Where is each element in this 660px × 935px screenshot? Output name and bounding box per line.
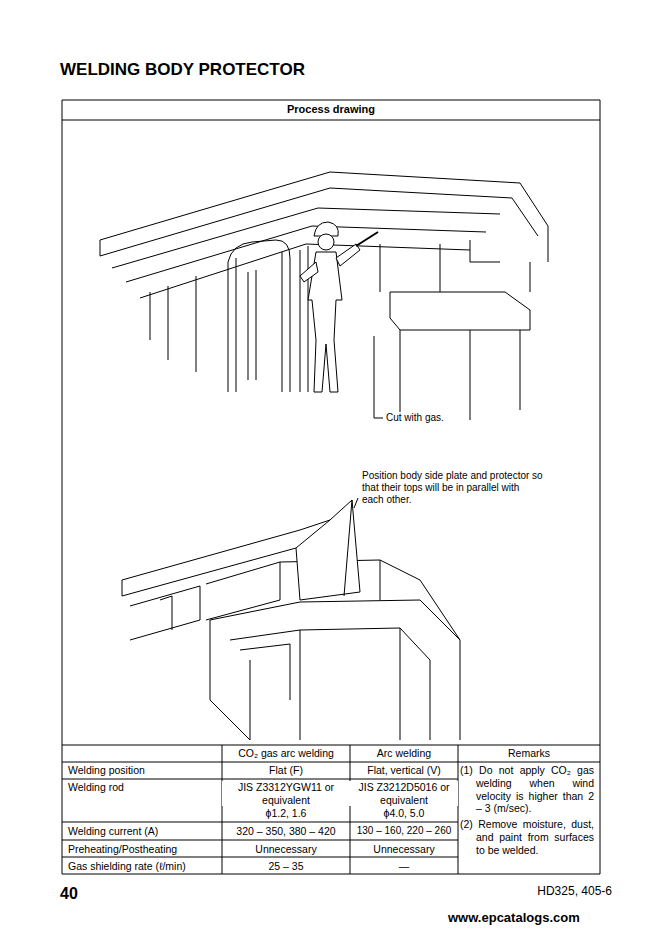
table-cell: Preheating/Postheating xyxy=(66,843,220,856)
page-number: 40 xyxy=(60,884,78,903)
remark-note: (1) Do not apply CO₂ gas welding when wi… xyxy=(460,764,596,815)
leader-line xyxy=(374,336,383,418)
remark-note: (2) Remove moisture, dust, and paint fro… xyxy=(460,818,596,856)
table-header: Arc welding xyxy=(350,747,458,760)
table-header: Process drawing xyxy=(62,103,600,116)
table-cell: — xyxy=(350,860,458,873)
leader-line xyxy=(354,498,358,508)
table-cell: 130 – 160, 220 – 260 xyxy=(350,825,458,837)
page-title: WELDING BODY PROTECTOR xyxy=(60,60,305,80)
table-cell: Flat, vertical (V) xyxy=(350,764,458,777)
table-cell: Gas shielding rate (ℓ/min) xyxy=(66,860,220,873)
table-cell: Welding rod xyxy=(66,781,220,794)
table-cell: ϕ4.0, 5.0 xyxy=(350,807,458,820)
table-cell: Welding current (A) xyxy=(66,825,220,838)
callout-note: Position body side plate and protector s… xyxy=(360,470,545,506)
table-header: Remarks xyxy=(458,747,600,760)
table-cell: Unnecessary xyxy=(350,843,458,856)
process-illustration-upper xyxy=(100,172,548,420)
table-cell: 25 – 35 xyxy=(222,860,350,873)
model-code: HD325, 405-6 xyxy=(537,884,612,898)
worker-figure xyxy=(300,222,378,392)
watermark: www.epcatalogs.com xyxy=(448,910,580,926)
table-cell: ϕ1.2, 1.6 xyxy=(222,807,350,820)
table-cell: Flat (F) xyxy=(222,764,350,777)
table-header: CO₂ gas arc welding xyxy=(222,747,350,760)
table-cell: 320 – 350, 380 – 420 xyxy=(222,825,350,838)
table-cell: JIS Z3212D5016 or equivalent xyxy=(350,781,458,806)
table-cell: Unnecessary xyxy=(222,843,350,856)
callout-note: Cut with gas. xyxy=(386,412,444,424)
table-cell: Welding position xyxy=(66,764,220,777)
table-frame xyxy=(62,100,600,874)
process-illustration-lower xyxy=(122,498,460,740)
table-cell: JIS Z3312YGW11 or equivalent xyxy=(222,781,350,806)
